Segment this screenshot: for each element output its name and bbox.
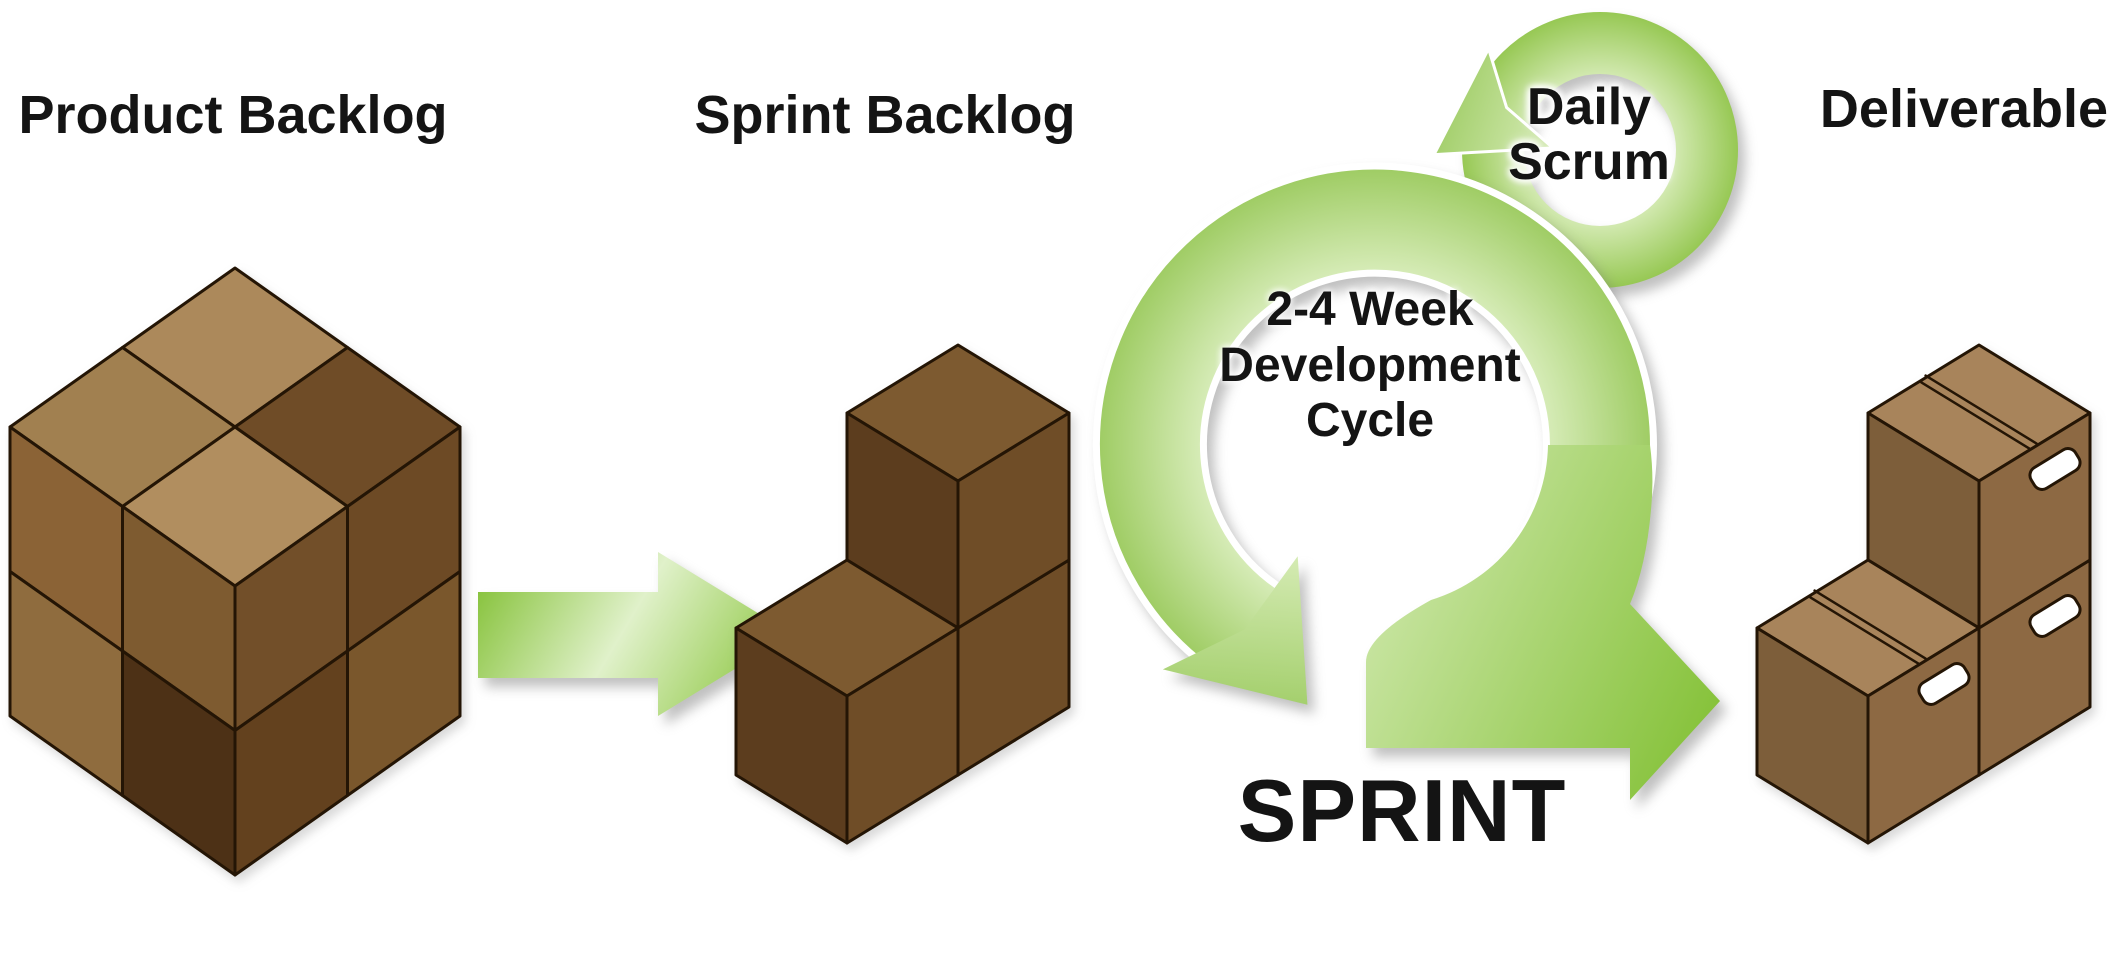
flow-arrow-icon xyxy=(478,552,792,716)
box-handle xyxy=(1917,662,1971,706)
cycle-line2: Development xyxy=(1219,338,1521,392)
daily-scrum-arrowhead-icon xyxy=(1431,44,1557,157)
sprint-backlog-cubes xyxy=(734,343,1071,845)
sprint-arrow-icon xyxy=(1366,445,1720,800)
product-backlog-cube xyxy=(8,266,462,877)
box xyxy=(1866,343,2092,630)
deliverable-label: Deliverable xyxy=(1819,79,2109,139)
box-seam xyxy=(1920,381,2034,452)
cycle-arrowhead-icon xyxy=(1162,556,1308,705)
cube xyxy=(734,558,960,845)
deliverable-boxes xyxy=(1755,343,2092,845)
product-backlog-label: Product Backlog xyxy=(18,85,448,145)
box-seam xyxy=(1813,589,1927,660)
box-seam xyxy=(1924,374,2038,445)
cube xyxy=(845,343,1071,630)
daily-scrum-line2: Scrum xyxy=(1508,133,1670,192)
cube-face xyxy=(956,411,1071,630)
box-seam xyxy=(1809,596,1923,667)
box xyxy=(1755,558,1981,845)
box-handle xyxy=(2028,594,2082,638)
box-handle xyxy=(2028,447,2082,491)
cycle-line1: 2-4 Week xyxy=(1266,283,1474,336)
daily-scrum-line1: Daily xyxy=(1526,78,1652,136)
cycle-line3: Cycle xyxy=(1305,394,1435,448)
sprint-cycle-loop-icon xyxy=(1092,162,1720,800)
daily-scrum-label: Daily Scrum xyxy=(1508,78,1670,192)
cube-face xyxy=(845,626,960,845)
sprint-label: SPRINT xyxy=(1237,761,1567,860)
right-arrow-icon xyxy=(478,552,792,716)
cube-face xyxy=(346,570,462,797)
sprint-backlog-label: Sprint Backlog xyxy=(694,85,1076,145)
development-cycle-label: 2-4 Week Development Cycle xyxy=(1219,282,1520,449)
